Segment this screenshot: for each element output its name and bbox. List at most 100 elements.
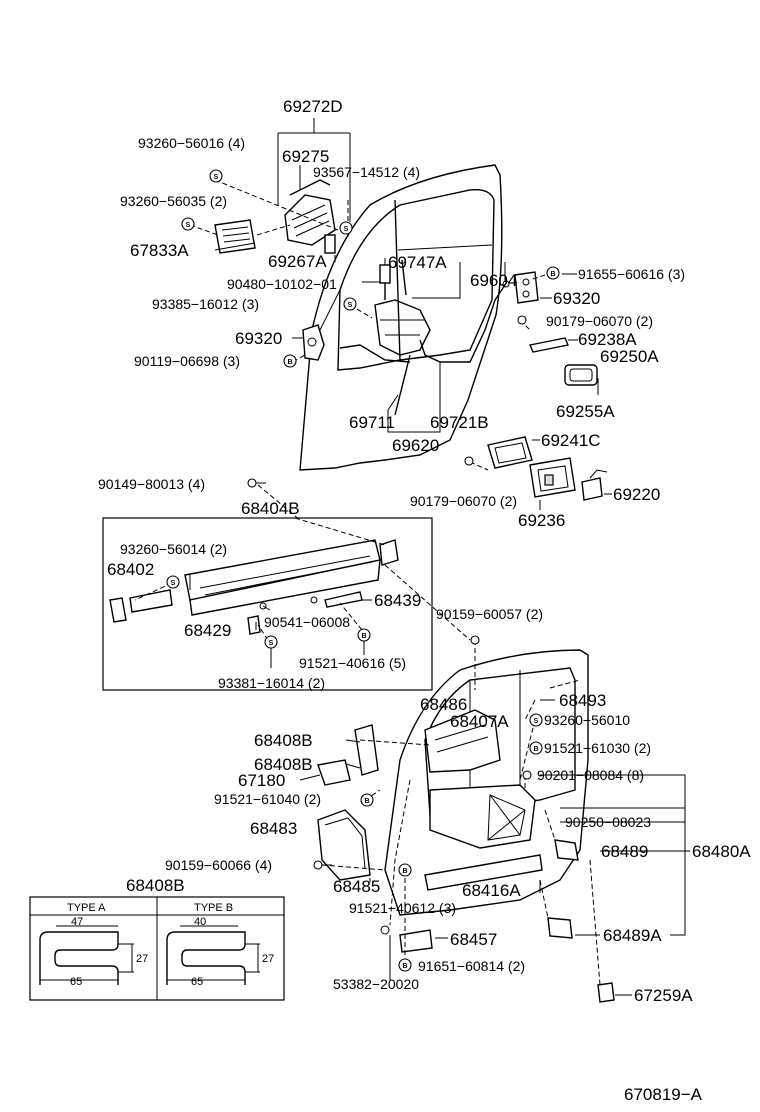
label-69711: 69711 xyxy=(349,413,395,432)
label-69220: 69220 xyxy=(613,485,660,504)
type-b-header: TYPE B xyxy=(194,902,233,914)
b-symbol-icon: B xyxy=(398,958,412,972)
s-symbol-icon: S xyxy=(339,221,353,235)
bolt-icon xyxy=(247,478,266,488)
label-90179-06070-b: 90179−06070 (2) xyxy=(410,493,517,509)
label-90119-06698: 90119−06698 (3) xyxy=(134,353,240,369)
label-68404B: 68404B xyxy=(241,499,300,518)
label-93381-16014: 93381−16014 (2) xyxy=(218,675,325,691)
svg-text:S: S xyxy=(186,222,191,229)
svg-text:B: B xyxy=(402,868,407,875)
label-68407A: 68407A xyxy=(450,712,509,731)
label-53382-20020: 53382−20020 xyxy=(333,976,419,992)
label-68429: 68429 xyxy=(184,621,231,640)
svg-text:S: S xyxy=(214,174,219,181)
s-symbol-icon: S xyxy=(166,575,180,589)
svg-text:S: S xyxy=(534,718,539,725)
label-69747A: 69747A xyxy=(388,253,447,272)
svg-text:B: B xyxy=(287,359,292,366)
label-69320-right: 69320 xyxy=(553,289,600,308)
s-symbol-icon: S xyxy=(343,297,357,311)
svg-text:B: B xyxy=(550,271,555,278)
label-93260-56035: 93260−56035 (2) xyxy=(120,193,227,209)
label-69238A: 69238A xyxy=(578,330,637,349)
label-93260-56014: 93260−56014 (2) xyxy=(120,541,227,557)
label-68483: 68483 xyxy=(250,819,297,838)
label-90201-08084: 90201−08084 (8) xyxy=(537,767,644,783)
rail-assembly-box xyxy=(102,517,433,691)
type-a-bracket-icon: 47 65 27 xyxy=(39,916,148,988)
label-68485: 68485 xyxy=(333,877,380,896)
svg-text:B: B xyxy=(402,963,407,970)
type-a-side-dim: 27 xyxy=(136,953,148,965)
inside-handle-parts-icon xyxy=(529,337,598,386)
label-69604: 69604 xyxy=(470,271,517,290)
svg-text:B: B xyxy=(361,633,366,640)
label-91521-61040: 91521−61040 (2) xyxy=(214,791,321,807)
label-68416A: 68416A xyxy=(462,881,521,900)
nut-icon xyxy=(470,635,480,645)
label-90159-60057: 90159−60057 (2) xyxy=(436,606,543,622)
label-68408B-title: 68408B xyxy=(126,876,185,895)
svg-text:B: B xyxy=(364,798,369,805)
bezel-69241C-icon xyxy=(487,436,533,469)
label-69320-left: 69320 xyxy=(235,329,282,348)
type-table: TYPE A TYPE B 47 65 27 40 65 27 xyxy=(29,896,285,1001)
label-93260-56010: 93260−56010 xyxy=(544,712,630,728)
s-symbol-icon: S xyxy=(209,169,223,183)
cover-67833A-icon xyxy=(214,219,256,254)
label-67180: 67180 xyxy=(238,771,285,790)
label-91651-60814: 91651−60814 (2) xyxy=(418,958,525,974)
label-90541-06008: 90541−06008 xyxy=(264,614,350,630)
label-93567-14512: 93567−14512 (4) xyxy=(313,164,420,180)
hinge-right-icon xyxy=(514,271,539,304)
label-69241C: 69241C xyxy=(541,431,601,450)
s-symbol-icon: S xyxy=(181,217,195,231)
svg-text:S: S xyxy=(269,640,274,647)
type-b-bottom-dim: 65 xyxy=(191,976,203,988)
b-symbol-icon: B xyxy=(546,266,560,280)
nut-icon xyxy=(522,770,532,780)
b-symbol-icon: B xyxy=(398,863,412,877)
label-93260-56016: 93260−56016 (4) xyxy=(138,135,245,151)
bolt-icon xyxy=(313,860,332,870)
type-b-bracket-icon: 40 65 27 xyxy=(166,916,274,988)
label-68489-a: 68489 xyxy=(601,842,648,861)
label-69236: 69236 xyxy=(518,511,565,530)
label-90179-06070-a: 90179−06070 (2) xyxy=(546,313,653,329)
label-90250-08023: 90250−08023 xyxy=(565,814,651,830)
part-68483-icon xyxy=(317,809,371,881)
label-67259A: 67259A xyxy=(634,986,693,1005)
handle-69236-icon xyxy=(529,457,576,498)
label-68408B-b: 68408B xyxy=(254,755,313,774)
label-68457: 68457 xyxy=(450,930,497,949)
b-symbol-icon: B xyxy=(283,354,297,368)
part-labels: 69272D 69275 93260−56016 (4) 93567−14512… xyxy=(98,97,751,1104)
label-90149-80013: 90149−80013 (4) xyxy=(98,476,205,492)
upper-door-outline xyxy=(299,164,503,471)
label-93385-16012: 93385−16012 (3) xyxy=(152,296,259,312)
type-b-side-dim: 27 xyxy=(262,953,274,965)
type-a-top-dim: 47 xyxy=(71,916,83,928)
label-69620: 69620 xyxy=(392,436,439,455)
type-b-top-dim: 40 xyxy=(194,916,206,928)
type-a-header: TYPE A xyxy=(67,902,106,914)
nut-icon xyxy=(464,456,474,466)
dashed-guides xyxy=(134,179,601,986)
label-91521-61030: 91521−61030 (2) xyxy=(544,740,651,756)
label-69272D: 69272D xyxy=(283,97,343,116)
type-a-bottom-dim: 65 xyxy=(70,976,82,988)
diagram-id: 670819−A xyxy=(624,1085,703,1104)
label-68489A: 68489A xyxy=(603,926,662,945)
door-lock-mechanism xyxy=(339,259,510,416)
svg-text:S: S xyxy=(348,302,353,309)
label-91655-60616: 91655−60616 (3) xyxy=(578,266,685,282)
label-68402: 68402 xyxy=(107,560,154,579)
roller-68489-icon xyxy=(547,839,615,1003)
bracket-67180-icon xyxy=(317,724,379,786)
label-90159-60066: 90159−60066 (4) xyxy=(165,857,272,873)
label-68439: 68439 xyxy=(374,591,421,610)
hinge-left-icon xyxy=(302,324,325,361)
fastener-symbols: S S S S B B S B S S B B B B xyxy=(166,169,560,972)
b-symbol-icon: B xyxy=(529,741,543,755)
